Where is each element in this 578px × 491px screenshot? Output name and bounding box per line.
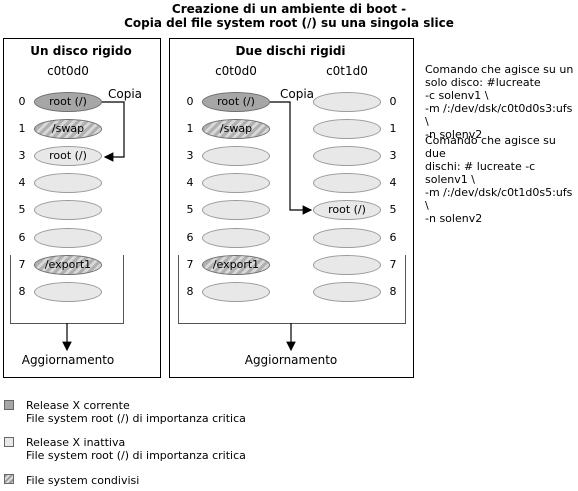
note-line: Comando che agisce su due (425, 134, 556, 160)
slice-number: 7 (186, 258, 194, 271)
legend-inactive-line1: Release X inattiva (26, 436, 126, 449)
slice-number: 6 (389, 231, 397, 244)
left-copy-label: Copia (108, 87, 143, 101)
legend-shared-swatch (4, 474, 14, 484)
slice-number: 6 (186, 231, 194, 244)
note-line: -m /:/dev/dsk/c0t0d0s3:ufs \ (425, 102, 573, 128)
note-line: solo disco: #lucreate (425, 76, 541, 89)
left-copy-arrow (102, 101, 125, 162)
disk1-slice-3 (202, 146, 270, 166)
slice-number: 3 (18, 149, 26, 162)
diagram-title-line2: Copia del file system root (/) su una si… (124, 16, 454, 30)
slice-number: 8 (389, 285, 397, 298)
note-line: -m /:/dev/dsk/c0t1d0s5:ufs \ (425, 186, 573, 212)
slice-number: 0 (389, 95, 397, 108)
disk1-slice-8 (202, 282, 270, 302)
slice-number: 5 (18, 203, 26, 216)
slice-number: 7 (18, 258, 26, 271)
left-slice-4 (34, 173, 102, 193)
slice-number: 8 (18, 285, 26, 298)
slice-number: 7 (389, 258, 397, 271)
disk1-slice-4 (202, 173, 270, 193)
disk2-slice-3 (313, 146, 381, 166)
note-line: dischi: # lucreate -c solenv1 \ (425, 160, 536, 186)
disk1-slice-0: root (/) (202, 92, 270, 112)
left-slice-5 (34, 200, 102, 220)
slice-number: 3 (186, 149, 194, 162)
slice-number: 0 (18, 95, 26, 108)
left-update-label: Aggiornamento (21, 353, 115, 367)
disk2-slice-0 (313, 92, 381, 112)
slice-number: 4 (389, 176, 397, 189)
slice-number: 6 (18, 231, 26, 244)
note-line: Comando che agisce su un (425, 63, 574, 76)
right-update-bracket (178, 255, 406, 324)
legend-shared-line1: File system condivisi (26, 474, 140, 487)
legend-inactive-swatch (4, 437, 14, 447)
left-slice-6 (34, 228, 102, 248)
disk2-slice-4 (313, 173, 381, 193)
diagram-title-line1: Creazione di un ambiente di boot - (171, 2, 407, 16)
slice-number: 3 (389, 149, 397, 162)
slice-number: 4 (186, 176, 194, 189)
right-copy-arrow (270, 101, 313, 215)
disk2-slice-7 (313, 255, 381, 275)
disk2-slice-8 (313, 282, 381, 302)
slice-number: 5 (186, 203, 194, 216)
disk1-slice-1: /swap (202, 119, 270, 139)
left-panel-title: Un disco rigido (30, 44, 132, 58)
right-update-label: Aggiornamento (244, 353, 338, 367)
disk1-slice-5 (202, 200, 270, 220)
disk2-slice-5: root (/) (313, 200, 381, 220)
note-line: -n solenv2 (425, 212, 483, 225)
disk1-slice-6 (202, 228, 270, 248)
slice-number: 1 (389, 122, 397, 135)
side-note-two-disks: Comando che agisce su due dischi: # lucr… (425, 134, 575, 225)
disk2-slice-6 (313, 228, 381, 248)
disk2-slice-1 (313, 119, 381, 139)
legend-current-line1: Release X corrente (26, 399, 130, 412)
slice-number: 1 (186, 122, 194, 135)
left-slice-3: root (/) (34, 146, 102, 166)
disk1-slice-7: /export1 (202, 255, 270, 275)
legend-inactive-line2: File system root (/) di importanza criti… (26, 449, 246, 462)
left-slice-8 (34, 282, 102, 302)
right-panel-title: Due dischi rigidi (235, 44, 346, 58)
side-note-one-disk: Comando che agisce su un solo disco: #lu… (425, 63, 575, 141)
note-line: -n solenv2 (425, 128, 483, 141)
legend-current-swatch (4, 400, 14, 410)
slice-number: 8 (186, 285, 194, 298)
slice-number: 4 (18, 176, 26, 189)
right-disk2-name: c0t1d0 (326, 64, 368, 78)
left-slice-7: /export1 (34, 255, 102, 275)
left-disk-name: c0t0d0 (47, 64, 89, 78)
slice-number: 0 (186, 95, 194, 108)
left-slice-0: root (/) (34, 92, 102, 112)
slice-number: 5 (389, 203, 397, 216)
slice-number: 1 (18, 122, 26, 135)
right-copy-label: Copia (280, 87, 315, 101)
right-disk1-name: c0t0d0 (215, 64, 257, 78)
legend-current-line2: File system root (/) di importanza criti… (26, 412, 246, 425)
note-line: -c solenv1 \ (425, 89, 489, 102)
left-slice-1: /swap (34, 119, 102, 139)
